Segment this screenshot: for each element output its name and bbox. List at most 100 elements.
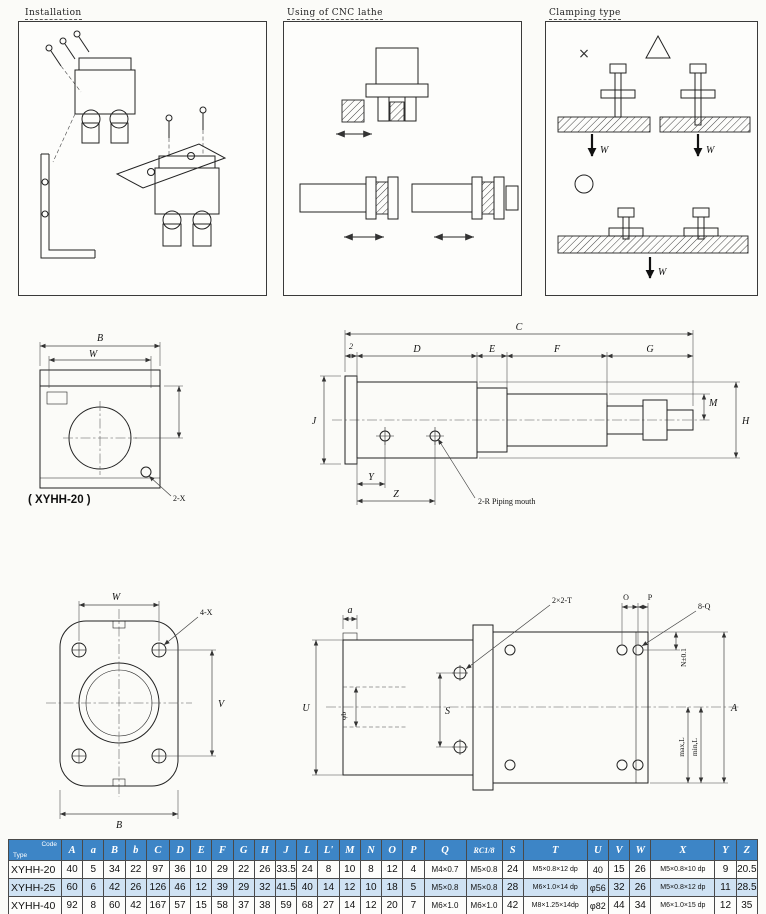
- triangle-mark-icon: [645, 34, 671, 59]
- base-plate-hatched: [557, 235, 749, 254]
- column-header: W: [629, 839, 652, 861]
- spec-cell: 24: [501, 860, 524, 879]
- spec-cell: 37: [232, 896, 255, 914]
- dim-c-label: C: [516, 322, 523, 333]
- spec-cell: 26: [629, 878, 652, 897]
- front-view-drawing-top: 2-X B W: [25, 328, 255, 518]
- column-header: X: [650, 839, 716, 861]
- spec-cell: 12: [381, 860, 404, 879]
- gripper-horizontal-right: [411, 176, 519, 220]
- spec-cell: 33.5: [274, 860, 298, 879]
- spec-cell: M6×1.0×15 dp: [650, 896, 716, 914]
- spec-cell: 12: [714, 896, 737, 914]
- spec-cell: 20: [381, 896, 404, 914]
- spec-cell: 12: [190, 878, 213, 897]
- spec-cell: φ56: [586, 878, 609, 897]
- spec-cell: 26: [253, 860, 276, 879]
- spec-cell: M5×0.8: [465, 860, 503, 879]
- spec-cell: 60: [60, 878, 84, 897]
- column-header: Y: [714, 839, 737, 861]
- column-header: C: [145, 839, 170, 861]
- dim-s-label: S: [445, 706, 450, 717]
- spec-cell: 27: [317, 896, 340, 914]
- spec-cell: 32: [253, 878, 276, 897]
- dim-h-label: H: [741, 416, 750, 427]
- model-name: XYHH-20: [8, 860, 62, 879]
- mounting-plate: [115, 143, 227, 189]
- spec-cell: 8: [359, 860, 383, 879]
- column-header: F: [211, 839, 234, 861]
- column-header: O: [381, 839, 404, 861]
- spec-cell: 126: [145, 878, 170, 897]
- good-mark-circle-icon: [574, 174, 594, 194]
- spec-cell: M5×0.8: [423, 878, 467, 897]
- spec-cell: 167: [145, 896, 170, 914]
- dim-phib-label: φb: [339, 712, 348, 720]
- column-header: S: [501, 839, 524, 861]
- base-plate-hatched: [659, 116, 751, 133]
- column-header: B: [103, 839, 126, 861]
- spec-cell: 59: [274, 896, 298, 914]
- workpiece-hatched: [375, 181, 389, 215]
- spec-cell: M6×1.0: [423, 896, 467, 914]
- dim-m-label: M: [708, 398, 718, 409]
- spec-cell: 97: [145, 860, 170, 879]
- spec-cell: 42: [124, 896, 147, 914]
- column-header: L': [317, 839, 340, 861]
- spec-cell: 40: [60, 860, 84, 879]
- installation-panel: [18, 21, 267, 296]
- hole-callout: 4-X: [200, 608, 213, 617]
- bad-mark-icon: ×: [578, 46, 590, 62]
- spec-cell: 28: [501, 878, 524, 897]
- spec-cell: 34: [629, 896, 652, 914]
- dim-g-label: G: [646, 344, 653, 355]
- dim-z-label: Z: [393, 489, 399, 500]
- column-header: U: [586, 839, 609, 861]
- spec-cell: φ82: [586, 896, 609, 914]
- spec-cell: 9: [714, 860, 737, 879]
- spec-cell: 68: [296, 896, 319, 914]
- base-plate-hatched: [557, 116, 651, 133]
- dim-a-small-label: a: [348, 605, 353, 616]
- clamp-bolt-left: [600, 63, 636, 118]
- gripper-unit-1: [74, 57, 136, 144]
- spec-cell: 15: [607, 860, 631, 879]
- side-view-drawing-top: C 2 D E F G J M H: [290, 318, 762, 533]
- dim-a-label: A: [730, 703, 738, 714]
- spec-cell: M5×0.8: [465, 878, 503, 897]
- piping-callout: 2-R Piping mouth: [478, 497, 535, 506]
- spec-cell: M6×1.0: [465, 896, 503, 914]
- column-header: H: [253, 839, 276, 861]
- installation-drawing: [40, 30, 227, 259]
- spec-cell: M5×0.8×12 dp: [650, 878, 716, 897]
- installation-title: Installation: [25, 8, 82, 20]
- workpiece-hatched: [389, 101, 405, 122]
- spec-cell: 8: [317, 860, 340, 879]
- column-header: J: [274, 839, 298, 861]
- workpiece-hatched: [481, 181, 495, 215]
- model-name: XYHH-25: [8, 878, 62, 897]
- dim-w-label: W: [89, 349, 99, 360]
- clamp-bolt-pair-bottom: [608, 207, 719, 240]
- hole-callout: 2-X: [173, 494, 186, 503]
- spec-cell: 15: [190, 896, 213, 914]
- spec-cell: 22: [124, 860, 147, 879]
- model-name: XYHH-40: [8, 896, 62, 914]
- mounting-bracket: [40, 153, 96, 259]
- min-l-label: min,L: [690, 738, 699, 757]
- spec-cell: 10: [190, 860, 213, 879]
- dim-y-label: Y: [368, 472, 375, 483]
- column-header: Z: [735, 839, 759, 861]
- spec-cell: 12: [359, 896, 383, 914]
- spec-cell: M8×1.25×14dp: [522, 896, 588, 914]
- column-header: E: [190, 839, 213, 861]
- spec-cell: 40: [586, 860, 609, 879]
- dim-d-label: D: [412, 344, 421, 355]
- column-header: a: [82, 839, 105, 861]
- column-header: L: [296, 839, 319, 861]
- spec-cell: 36: [168, 860, 192, 879]
